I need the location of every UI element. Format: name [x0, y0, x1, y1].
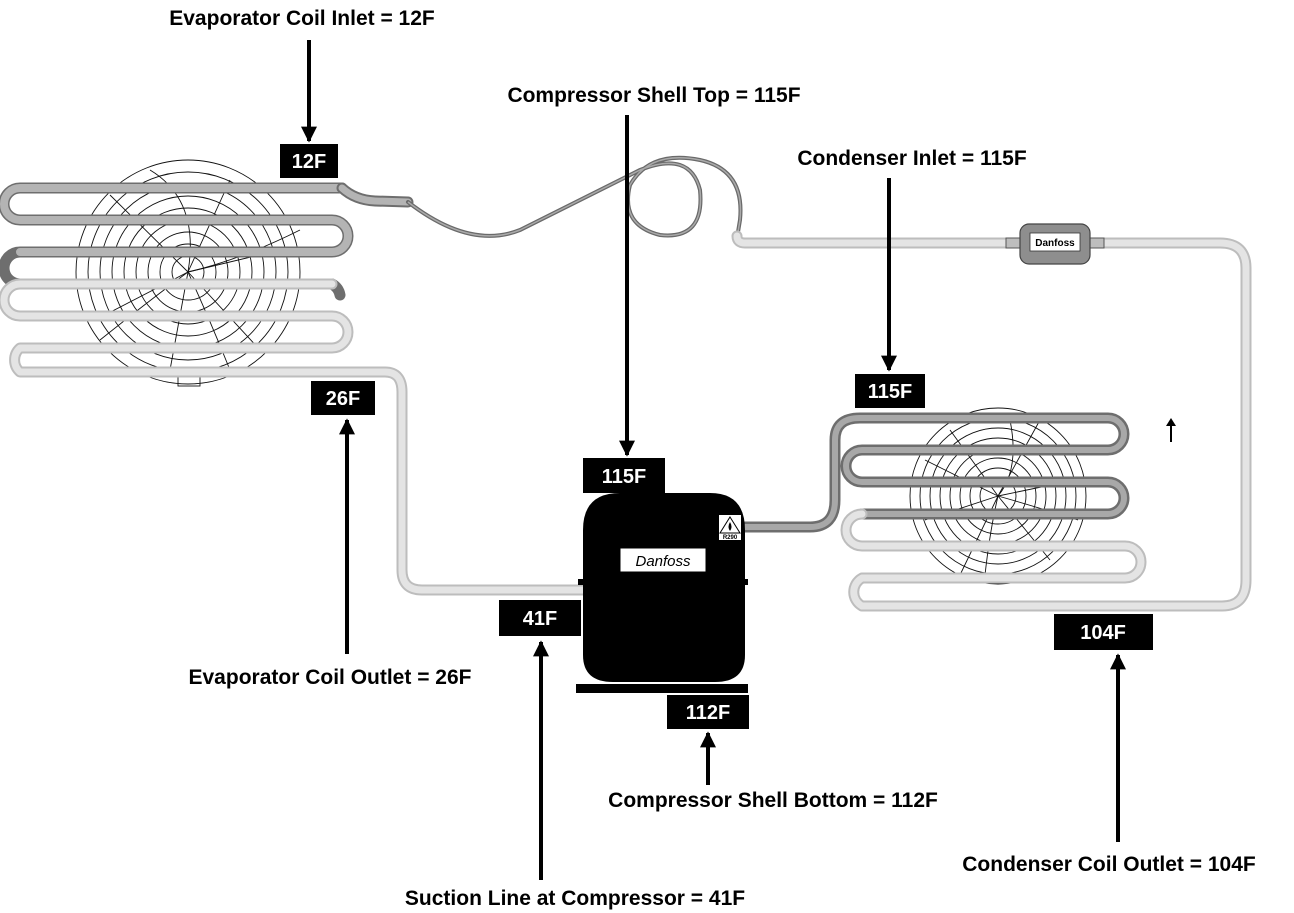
tag-text: 115F	[868, 381, 912, 403]
tag-text: 12F	[292, 151, 326, 173]
tag-cond-inlet: 115F	[855, 374, 925, 408]
suction-line-caption: Suction Line at Compressor = 41F	[405, 887, 745, 910]
tag-evap-inlet: 12F	[280, 144, 338, 178]
condenser-coil	[731, 230, 1252, 612]
compressor-brand-label: Danfoss	[635, 553, 691, 570]
tag-suction-line: 41F	[499, 600, 581, 636]
shell-top-caption: Compressor Shell Top = 115F	[507, 84, 800, 107]
tag-text: 112F	[686, 702, 730, 724]
tag-cond-outlet: 104F	[1054, 614, 1153, 650]
tag-text: 104F	[1080, 622, 1126, 644]
evap-outlet-caption: Evaporator Coil Outlet = 26F	[189, 666, 472, 689]
tag-text: 115F	[602, 466, 646, 488]
refrigerant-label: R290	[723, 535, 738, 541]
flow-arrow-icon	[1166, 418, 1176, 442]
tag-text: 26F	[326, 388, 360, 410]
tag-evap-outlet: 26F	[311, 381, 375, 415]
shell-bottom-caption: Compressor Shell Bottom = 112F	[608, 789, 938, 812]
cond-outlet-caption: Condenser Coil Outlet = 104F	[962, 853, 1256, 876]
tag-shell-bottom: 112F	[667, 695, 749, 729]
tag-text: 41F	[523, 608, 557, 630]
flammable-warning-icon: R290	[719, 515, 741, 541]
compressor: Danfoss R290	[576, 493, 748, 693]
evaporator-coil	[0, 182, 591, 596]
cond-inlet-caption: Condenser Inlet = 115F	[797, 147, 1027, 170]
evap-inlet-caption: Evaporator Coil Inlet = 12F	[169, 7, 435, 30]
condenser-fan-icon	[909, 407, 1087, 585]
tag-shell-top: 115F	[583, 458, 665, 493]
filter-drier: Danfoss	[1005, 223, 1105, 265]
pointer-arrows	[301, 40, 1126, 880]
capillary-tube	[406, 155, 743, 240]
drier-brand-label: Danfoss	[1035, 238, 1075, 249]
